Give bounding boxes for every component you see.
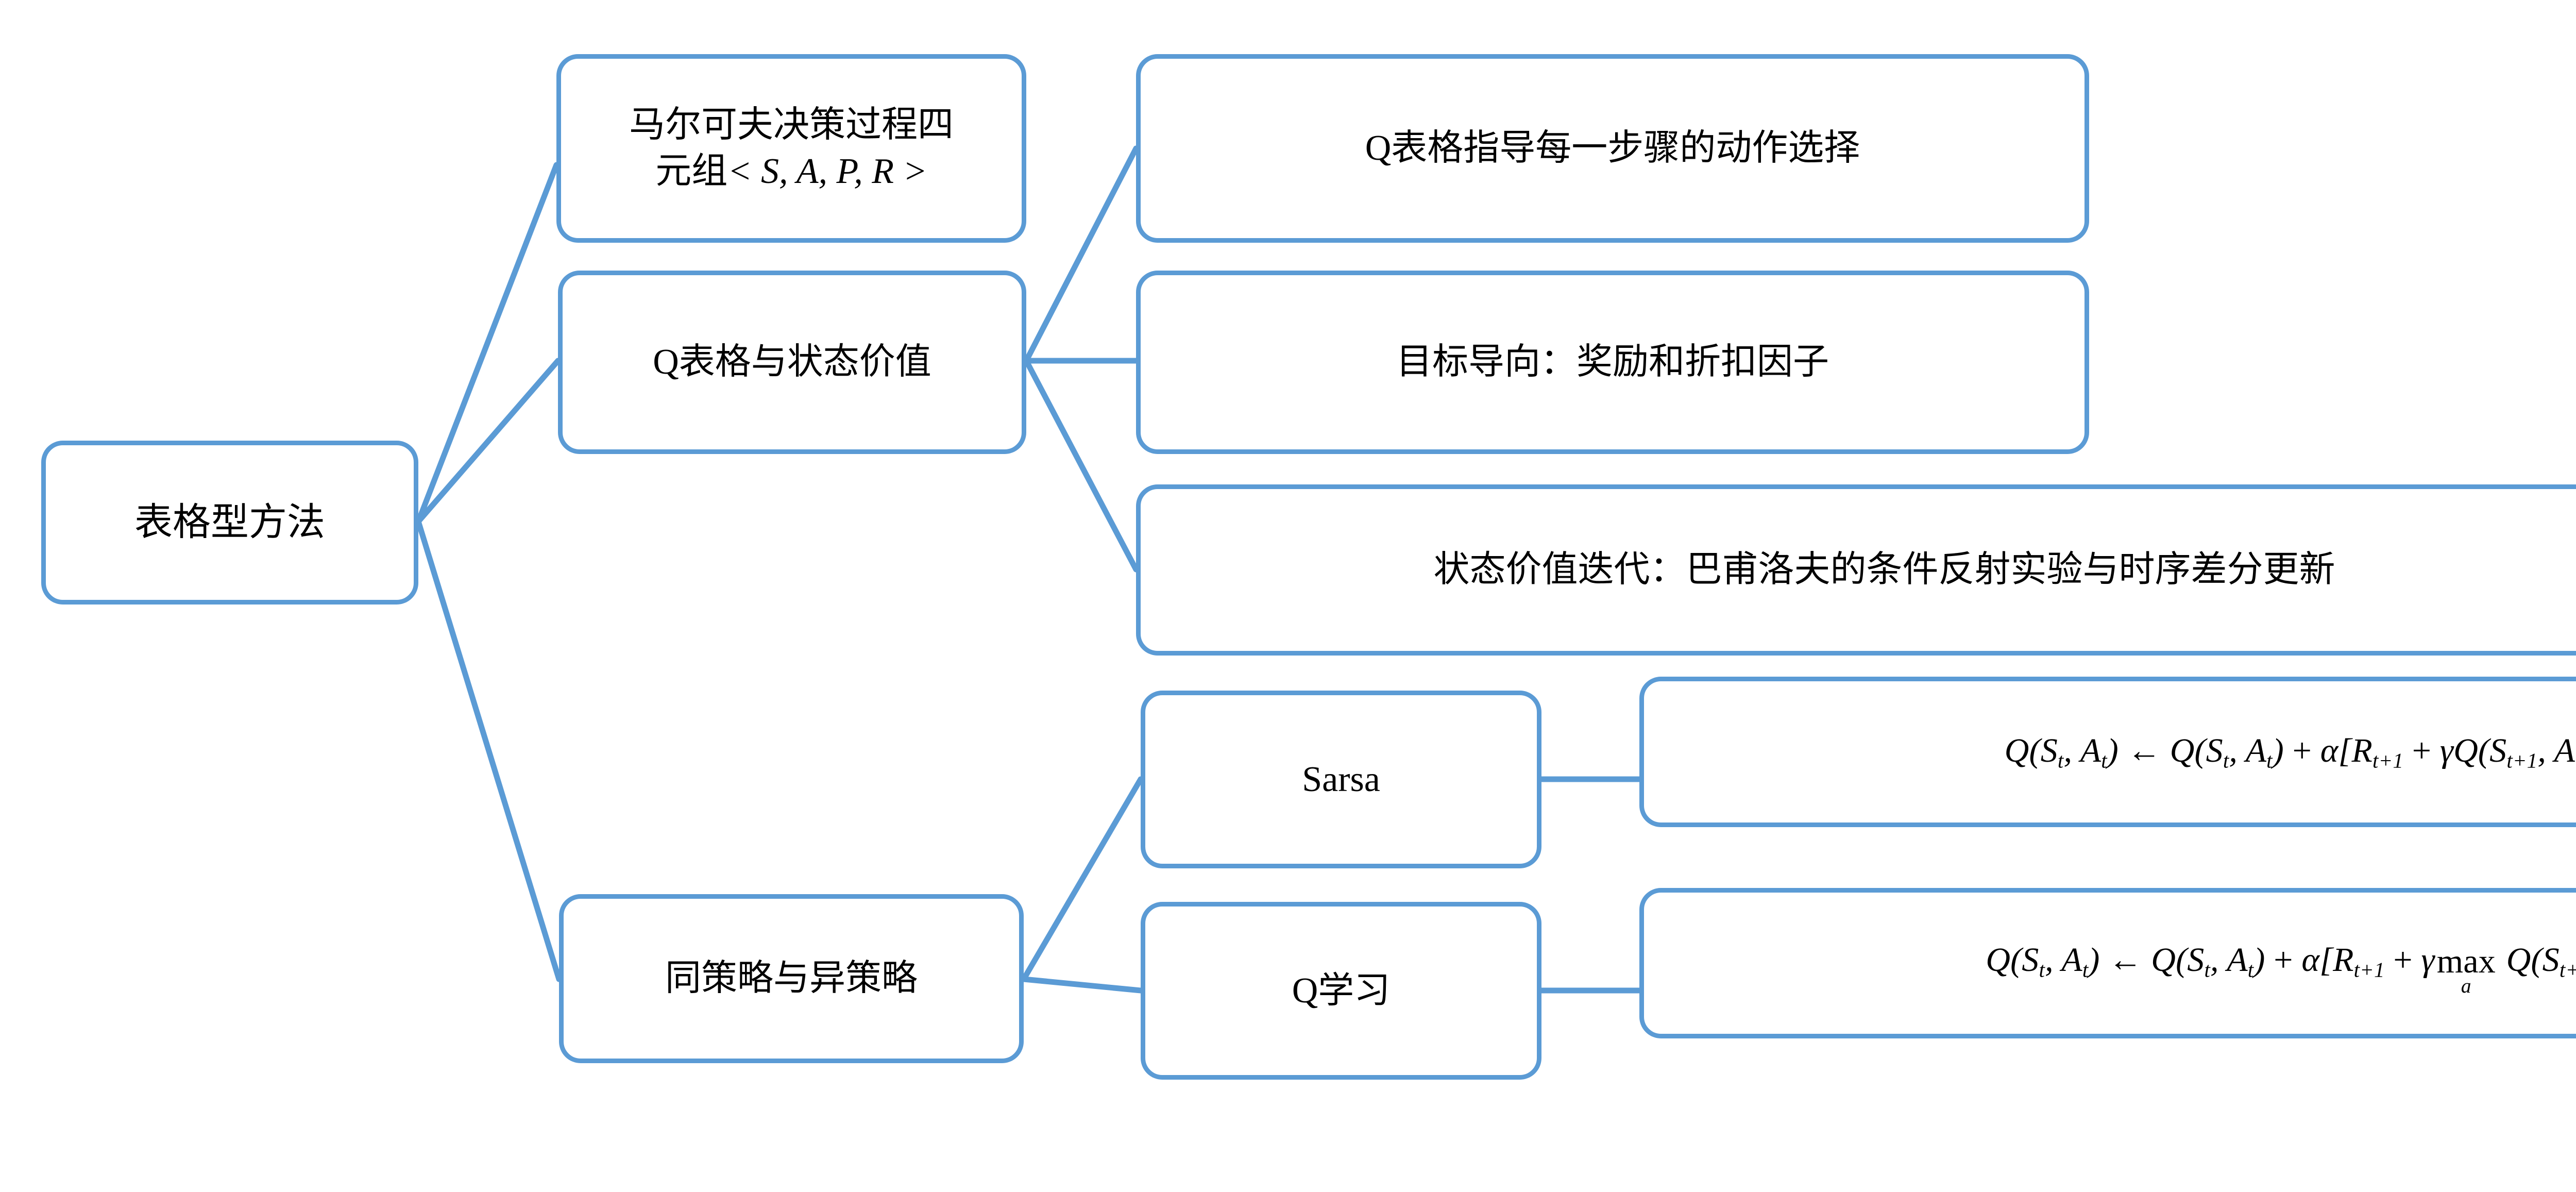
leaf-node-q-action-select-label: Q表格指导每一步骤的动作选择 — [1365, 128, 1860, 169]
connector-onoff-to-qlearning — [1021, 976, 1144, 994]
connector-onoff-to-sarsa — [1021, 776, 1144, 982]
leaf-node-q-action-select[interactable]: Q表格指导每一步骤的动作选择 — [1136, 54, 2089, 243]
branch-node-onoff-policy-label: 同策略与异策略 — [665, 959, 918, 999]
branch-node-qtable-label: Q表格与状态价值 — [653, 342, 931, 382]
connector-root-to-qtable — [415, 358, 561, 525]
connector-root-to-mdp — [415, 162, 560, 525]
branch-node-onoff-policy[interactable]: 同策略与异策略 — [559, 894, 1024, 1063]
leaf-node-sarsa[interactable]: Sarsa — [1141, 691, 1541, 868]
branch-node-mdp-line2-math: < S, A, P, R > — [727, 152, 927, 191]
leaf-node-goal-oriented[interactable]: 目标导向：奖励和折扣因子 — [1136, 271, 2089, 454]
branch-node-mdp-line1: 马尔可夫决策过程四 — [629, 105, 954, 145]
root-node-label: 表格型方法 — [134, 501, 325, 544]
leaf-node-qlearning[interactable]: Q学习 — [1141, 902, 1541, 1080]
formula-sarsa: Q(St, At) ← Q(St, At) + α[Rt+1 + γQ(St+1… — [2004, 732, 2576, 773]
root-node-tabular-methods[interactable]: 表格型方法 — [41, 441, 418, 605]
connector-root-to-onoff — [415, 518, 562, 982]
branch-node-qtable[interactable]: Q表格与状态价值 — [558, 271, 1026, 454]
connector-qtable-to-box3 — [1023, 358, 1139, 573]
formula-box-sarsa[interactable]: Q(St, At) ← Q(St, At) + α[Rt+1 + γQ(St+1… — [1639, 677, 2576, 827]
leaf-node-goal-oriented-label: 目标导向：奖励和折扣因子 — [1396, 342, 1829, 382]
branch-node-mdp-line2: 元组< S, A, P, R > — [655, 148, 927, 195]
leaf-node-qlearning-label: Q学习 — [1292, 970, 1391, 1011]
branch-node-mdp[interactable]: 马尔可夫决策过程四 元组< S, A, P, R > — [556, 54, 1026, 243]
branch-node-mdp-text: 马尔可夫决策过程四 元组< S, A, P, R > — [629, 102, 954, 194]
leaf-node-state-value-iteration[interactable]: 状态价值迭代：巴甫洛夫的条件反射实验与时序差分更新 — [1136, 484, 2576, 656]
leaf-node-sarsa-label: Sarsa — [1302, 759, 1380, 799]
connector-qtable-to-box1 — [1023, 145, 1139, 364]
branch-node-mdp-line2-prefix: 元组 — [655, 152, 728, 191]
leaf-node-state-value-iteration-label: 状态价值迭代：巴甫洛夫的条件反射实验与时序差分更新 — [1433, 550, 2335, 590]
